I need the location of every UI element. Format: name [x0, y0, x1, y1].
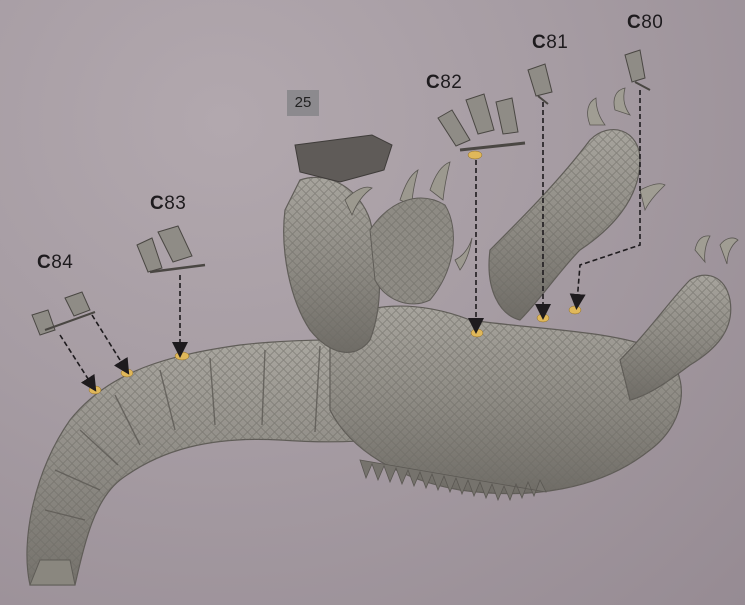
base-plate [295, 135, 392, 182]
part-label-c80: C80 [627, 12, 663, 34]
part-label-c82: C82 [426, 72, 462, 94]
part-label-c81: C81 [532, 32, 568, 54]
part-label-c83: C83 [150, 193, 186, 215]
dinosaur-model-image [27, 88, 738, 585]
part-label-c84: C84 [37, 252, 73, 274]
step-number-badge: 25 [287, 90, 319, 116]
